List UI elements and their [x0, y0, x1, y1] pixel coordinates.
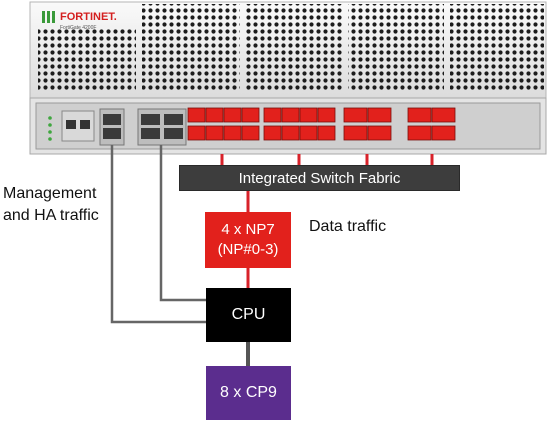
cpu-label: CPU	[231, 306, 266, 323]
np7-block: 4 x NP7 (NP#0-3)	[205, 212, 291, 268]
data-ports	[187, 107, 456, 141]
status-leds	[48, 116, 52, 141]
management-ha-label: Management and HA traffic	[3, 183, 99, 227]
cp9-label: 8 x CP9	[220, 384, 277, 401]
vent-grille	[450, 4, 544, 92]
vent-grille	[38, 28, 136, 90]
management-label-line2: and HA traffic	[3, 207, 99, 224]
brand-name: FORTINET.	[60, 11, 117, 23]
data-traffic-label: Data traffic	[309, 218, 387, 235]
vent-grille	[246, 4, 344, 92]
management-ports	[61, 108, 187, 146]
device-model: FortiGate 4200F	[60, 25, 96, 31]
np7-index-label: (NP#0-3)	[217, 241, 279, 258]
switch-fabric-label: Integrated Switch Fabric	[238, 169, 401, 187]
np7-count-label: 4 x NP7	[221, 221, 275, 238]
management-label-line1: Management	[3, 185, 97, 202]
vent-grille	[348, 4, 444, 92]
cp9-block: 8 x CP9	[206, 366, 291, 420]
switch-fabric-block: Integrated Switch Fabric	[180, 166, 459, 190]
fortinet-logo-icon	[42, 11, 55, 23]
data-port-links	[220, 154, 434, 166]
management-links	[110, 145, 206, 324]
vent-grille	[142, 4, 240, 92]
cpu-block: CPU	[206, 288, 291, 342]
